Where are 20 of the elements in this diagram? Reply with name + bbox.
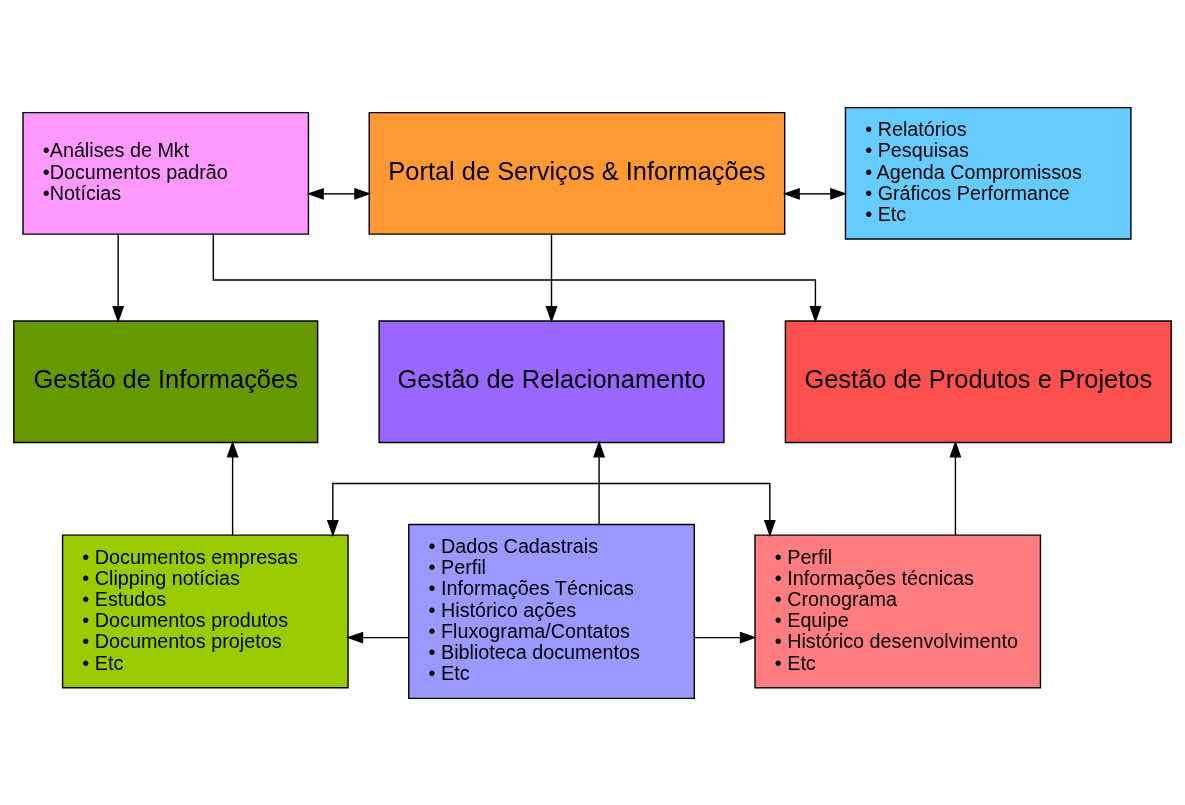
arrow — [112, 233, 125, 323]
arrow — [693, 631, 757, 644]
node-box: •Análises de Mkt •Documentos padrão •Notícias — [22, 111, 310, 235]
arrow — [593, 440, 606, 525]
arrow — [306, 187, 372, 200]
arrow — [346, 631, 410, 644]
node-box: Gestão de Informações — [13, 319, 319, 443]
node-box: • Dados Cadastrais • Perfil • Informações Técnicas • Histórico ações • Fluxograma/Contatos • Biblioteca documentos • Etc — [408, 523, 695, 699]
arrow — [326, 482, 776, 537]
arrow — [545, 233, 558, 323]
arrow — [212, 233, 822, 323]
node-box: • Relatórios • Pesquisas • Agenda Compromissos • Gráficos Performance • Etc — [844, 106, 1132, 240]
node-box: • Documentos empresas • Clipping notícias • Estudos • Documentos produtos • Documentos projetos • Etc — [61, 533, 349, 688]
arrow — [226, 440, 239, 536]
node-box: Portal de Serviços & Informações — [368, 111, 786, 235]
arrow — [782, 187, 848, 200]
node-box: Gestão de Produtos e Projetos — [784, 319, 1172, 443]
node-box: Gestão de Relacionamento — [378, 319, 725, 443]
arrow — [949, 440, 962, 536]
node-box: • Perfil • Informações técnicas • Cronograma • Equipe • Histórico desenvolvimento • Etc — [754, 533, 1042, 688]
